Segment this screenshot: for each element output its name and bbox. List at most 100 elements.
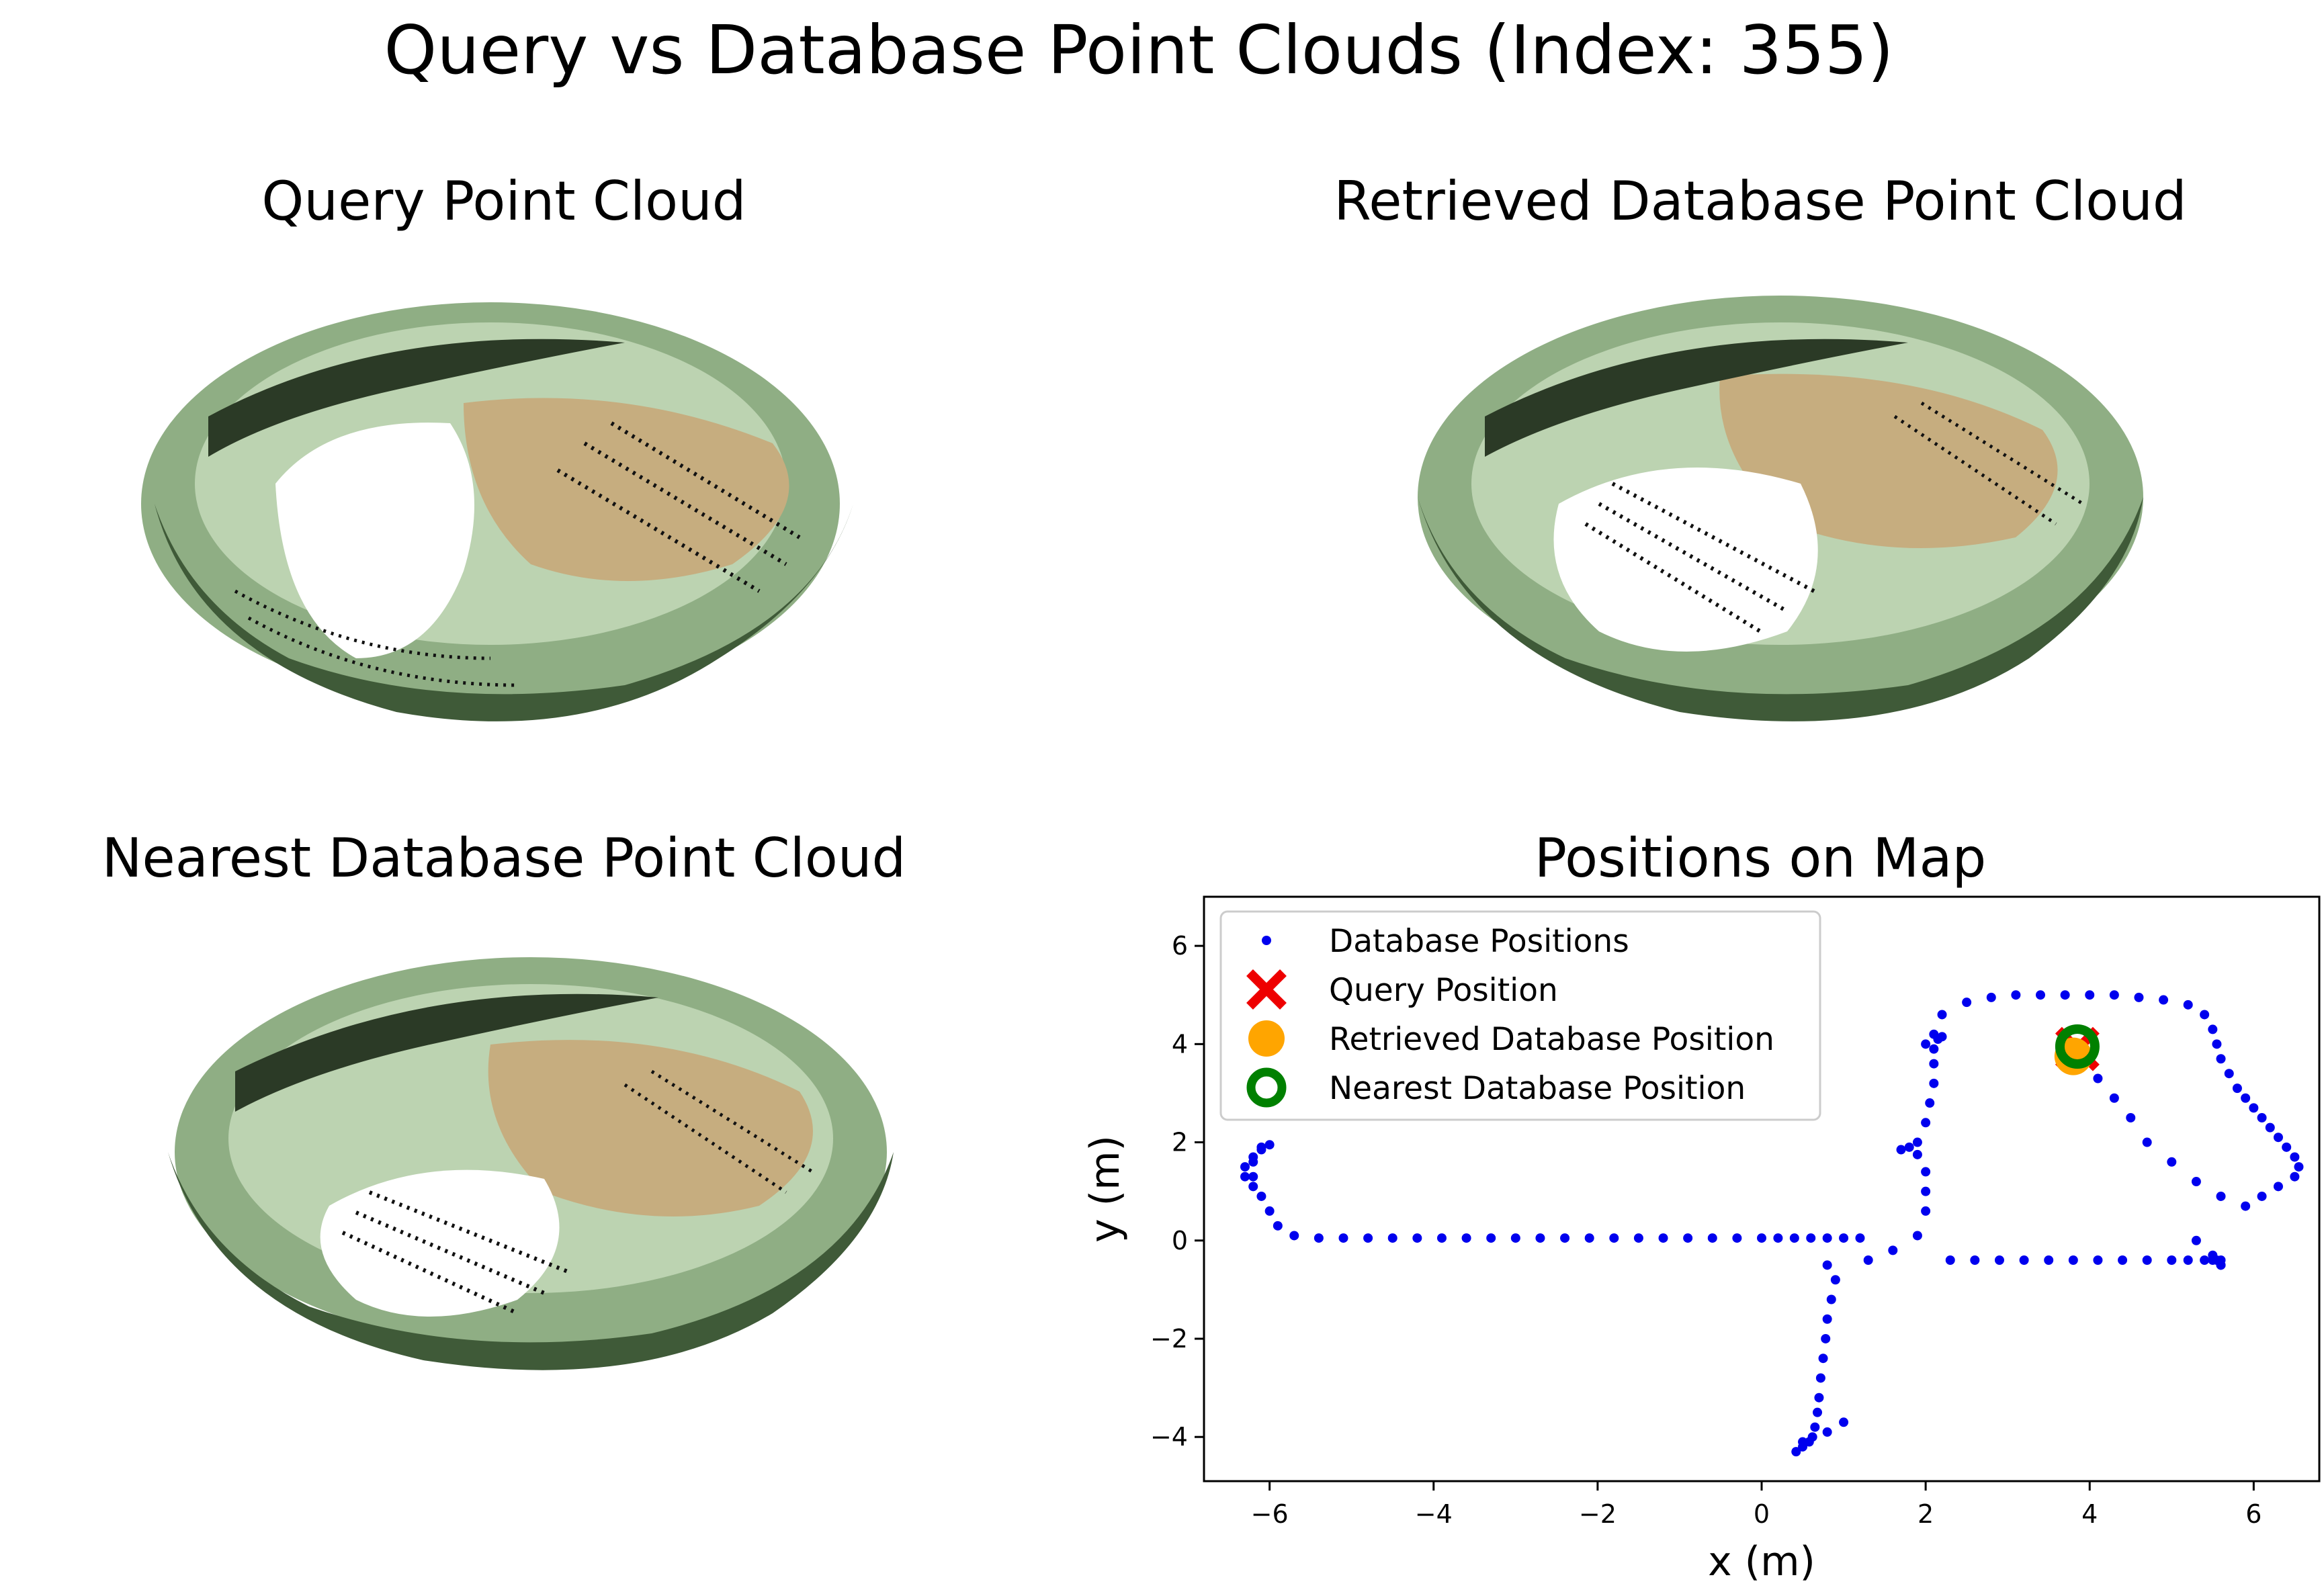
y-tick-label: 2 (1172, 1128, 1188, 1157)
database-point (1273, 1221, 1283, 1231)
database-point (1921, 1039, 1931, 1049)
database-point (1387, 1233, 1397, 1243)
database-point (1921, 1167, 1931, 1177)
database-point (1535, 1233, 1545, 1243)
database-point (2249, 1103, 2259, 1113)
database-point (1830, 1275, 1840, 1285)
x-tick-label: −6 (1251, 1499, 1289, 1529)
database-point (1363, 1233, 1373, 1243)
database-point (1921, 1206, 1931, 1216)
database-point (2167, 1255, 2177, 1266)
database-point (1839, 1417, 1849, 1427)
database-point (1839, 1233, 1849, 1243)
database-point (1584, 1233, 1594, 1243)
database-point (2011, 990, 2021, 1000)
database-point (2068, 1255, 2078, 1266)
retrieved-point-cloud-image (1418, 296, 2143, 721)
legend-nearest-label: Nearest Database Position (1329, 1070, 1746, 1107)
database-point (1789, 1233, 1799, 1243)
database-point (2208, 1024, 2218, 1034)
database-point (1412, 1233, 1422, 1243)
database-point (1896, 1145, 1906, 1155)
legend-database-label: Database Positions (1329, 923, 1629, 960)
database-point (1683, 1233, 1693, 1243)
database-point (1912, 1231, 1922, 1241)
database-point (2273, 1133, 2283, 1143)
map-title: Positions on Map (1534, 827, 1987, 889)
database-point (2241, 1093, 2251, 1103)
x-tick-label: 0 (1754, 1499, 1770, 1529)
database-point (1821, 1333, 1831, 1343)
database-point (1436, 1233, 1447, 1243)
database-point (2257, 1191, 2267, 1201)
database-point (1240, 1162, 1250, 1172)
database-point (1822, 1314, 1832, 1324)
database-point (2118, 1255, 2128, 1266)
database-point (1461, 1233, 1471, 1243)
y-tick-label: 0 (1172, 1226, 1188, 1255)
database-point (1791, 1447, 1801, 1457)
database-point (2273, 1182, 2283, 1192)
legend-query-marker (1246, 969, 1287, 1010)
database-point (2019, 1255, 2029, 1266)
y-tick-label: −4 (1150, 1422, 1188, 1452)
database-point (2044, 1255, 2054, 1266)
nearest-cloud-title: Nearest Database Point Cloud (101, 827, 906, 889)
database-point (1248, 1171, 1258, 1182)
highlight-markers (2054, 1024, 2100, 1075)
database-point (2265, 1122, 2275, 1133)
database-point (2290, 1152, 2300, 1162)
database-point (1264, 1140, 1275, 1150)
database-point (1822, 1427, 1832, 1437)
database-point (1810, 1422, 1820, 1432)
query-point-cloud-image (141, 302, 853, 721)
legend-query-label: Query Position (1329, 972, 1558, 1009)
database-point (1945, 1255, 1955, 1266)
database-point (1658, 1233, 1668, 1243)
database-point (1773, 1233, 1783, 1243)
database-point (2134, 992, 2144, 1002)
database-point (1248, 1157, 1258, 1167)
database-point (1912, 1149, 1922, 1159)
database-point (1929, 1078, 1939, 1088)
database-point (1813, 1407, 1822, 1417)
database-point (1510, 1233, 1520, 1243)
y-tick-label: −2 (1150, 1324, 1188, 1354)
database-point (2183, 1255, 2193, 1266)
database-point (2126, 1112, 2136, 1122)
database-points (1240, 990, 2304, 1457)
x-tick-label: 4 (2081, 1499, 2098, 1529)
database-point (1826, 1294, 1836, 1304)
database-point (2290, 1171, 2300, 1182)
database-point (1925, 1098, 1935, 1108)
database-point (1732, 1233, 1742, 1243)
database-point (2200, 1010, 2210, 1020)
y-tick-label: 4 (1172, 1029, 1188, 1059)
database-point (1806, 1233, 1816, 1243)
database-point (1814, 1392, 1824, 1403)
database-point (2200, 1255, 2210, 1266)
y-axis-label: y (m) (1082, 1135, 1129, 1243)
legend-frame (1219, 910, 1821, 1121)
database-point (1912, 1137, 1922, 1147)
database-point (1994, 1255, 2004, 1266)
database-point (1757, 1233, 1766, 1243)
database-point (2216, 1191, 2226, 1201)
database-point (2167, 1157, 2177, 1167)
database-point (1633, 1233, 1643, 1243)
x-tick-label: −4 (1415, 1499, 1453, 1529)
database-point (1970, 1255, 1980, 1266)
database-point (2224, 1069, 2234, 1079)
database-point (1937, 1032, 1947, 1042)
database-point (1822, 1233, 1832, 1243)
database-point (2216, 1054, 2226, 1064)
database-point (1855, 1233, 1865, 1243)
legend-database-marker (1262, 936, 1271, 945)
database-point (1256, 1142, 1266, 1152)
database-point (2085, 990, 2095, 1000)
figure-suptitle: Query vs Database Point Clouds (Index: 3… (384, 11, 1894, 89)
database-point (1338, 1233, 1348, 1243)
database-point (2093, 1073, 2103, 1083)
database-point (1240, 1171, 1250, 1182)
